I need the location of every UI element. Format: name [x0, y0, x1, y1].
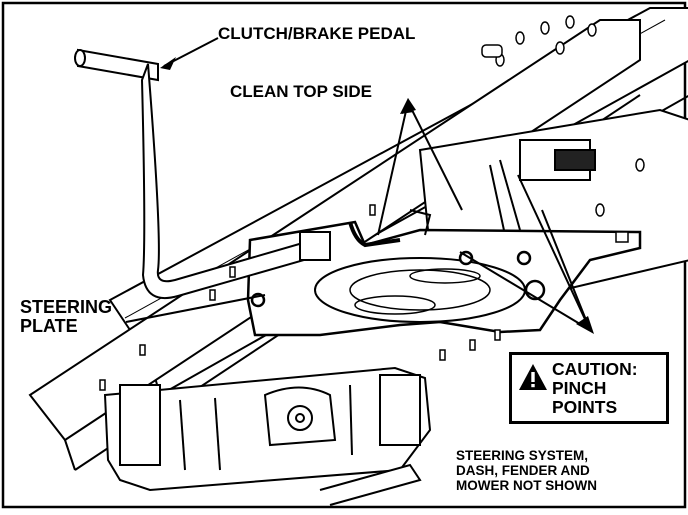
label-clean-top-side: CLEAN TOP SIDE	[230, 82, 373, 101]
note-not-shown: STEERING SYSTEM, DASH, FENDER AND MOWER …	[456, 448, 597, 494]
label-steering-plate-line1: STEERING	[20, 297, 113, 317]
leader-lines	[125, 37, 591, 331]
warning-triangle-icon	[519, 364, 547, 390]
leader-pinch-1	[517, 174, 591, 331]
lower-housing	[103, 366, 432, 506]
caution-line2: PINCH	[552, 377, 607, 398]
leader-arrowheads	[160, 57, 594, 334]
leader-pinch-2	[541, 209, 591, 331]
note-line3: MOWER NOT SHOWN	[456, 477, 597, 493]
label-clutch-brake-pedal: CLUTCH/BRAKE PEDAL	[218, 24, 416, 43]
caution-line1: CAUTION:	[552, 359, 638, 379]
label-steering-plate-line2: PLATE	[20, 315, 78, 336]
steering-plate	[246, 209, 642, 337]
note-line1: STEERING SYSTEM,	[456, 448, 589, 463]
leader-clean-1	[377, 101, 409, 236]
caution-line3: POINTS	[552, 396, 618, 417]
leader-pinch-3	[459, 251, 591, 331]
leader-clean-2	[407, 101, 463, 211]
leader-steering-plate	[125, 294, 266, 323]
note-line2: DASH, FENDER AND	[456, 462, 590, 478]
clutch-brake-pedal-rod	[74, 48, 331, 300]
caution-text: CAUTION: PINCH POINTS	[552, 360, 668, 417]
label-steering-plate: STEERING PLATE	[20, 298, 112, 336]
caution-callout: CAUTION: PINCH POINTS	[509, 352, 669, 424]
frame-holes	[99, 15, 645, 391]
